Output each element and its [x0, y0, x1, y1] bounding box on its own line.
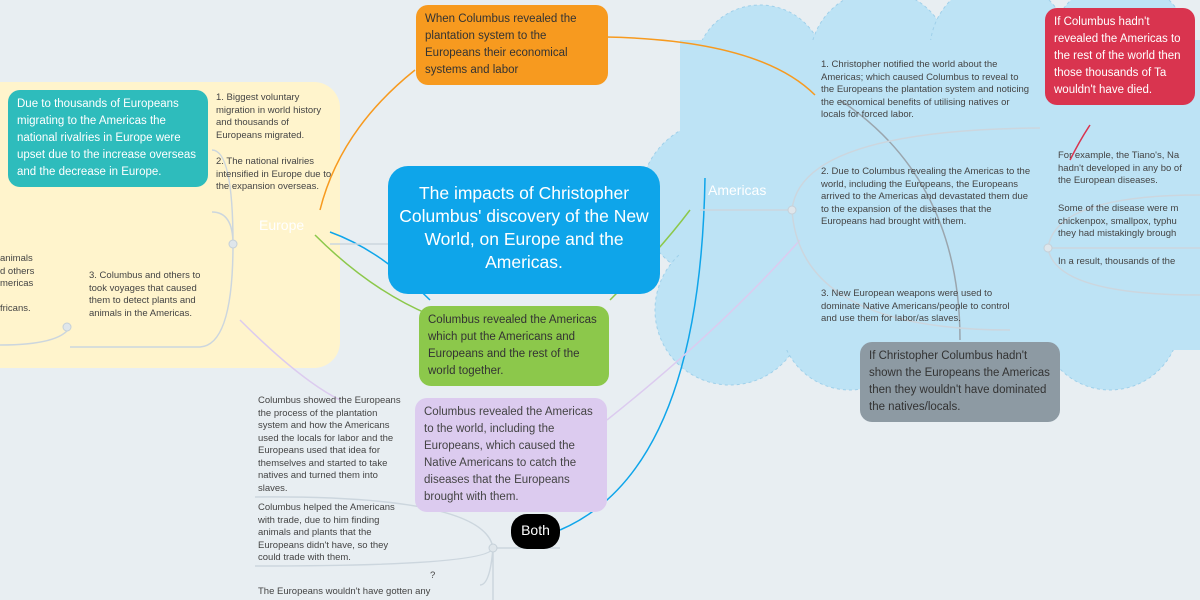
- americas-subnote-1: For example, the Tiano's, Na hadn't deve…: [1058, 150, 1182, 186]
- americas-note-2: 2. Due to Columbus revealing the America…: [821, 166, 1031, 227]
- purple-callout[interactable]: Columbus revealed the Americas to the wo…: [415, 398, 607, 512]
- red-callout[interactable]: If Columbus hadn't revealed the Americas…: [1045, 8, 1195, 105]
- central-topic[interactable]: The impacts of Christopher Columbus' dis…: [388, 166, 660, 294]
- europe-topic[interactable]: Europe: [259, 217, 305, 233]
- americas-note-3: 3. New European weapons were used to dom…: [821, 288, 1010, 324]
- orange-callout[interactable]: When Columbus revealed the plantation sy…: [416, 5, 608, 85]
- gray-callout[interactable]: If Christopher Columbus hadn't shown the…: [860, 342, 1060, 422]
- americas-topic[interactable]: Americas: [708, 182, 767, 198]
- both-note-1: Columbus showed the Europeans the proces…: [258, 395, 401, 494]
- americas-note-1: 1. Christopher notified the world about …: [821, 59, 1030, 120]
- europe-partial-note: animals d others mericas fricans.: [0, 253, 35, 314]
- both-note-4: The Europeans wouldn't have gotten any: [258, 586, 431, 597]
- europe-note-1: 1. Biggest voluntary migration in world …: [216, 92, 322, 141]
- both-topic[interactable]: Both: [511, 514, 560, 549]
- americas-subnote-3: In a result, thousands of the: [1058, 256, 1176, 267]
- green-callout[interactable]: Columbus revealed the Americas which put…: [419, 306, 609, 386]
- europe-note-3: 3. Columbus and others to took voyages t…: [89, 270, 201, 319]
- europe-callout[interactable]: Due to thousands of Europeans migrating …: [8, 90, 208, 187]
- americas-subnote-2: Some of the disease were m chickenpox, s…: [1058, 203, 1179, 239]
- both-note-2: Columbus helped the Americans with trade…: [258, 502, 395, 563]
- both-note-3: ?: [430, 570, 436, 581]
- europe-note-2: 2. The national rivalries intensified in…: [216, 156, 332, 192]
